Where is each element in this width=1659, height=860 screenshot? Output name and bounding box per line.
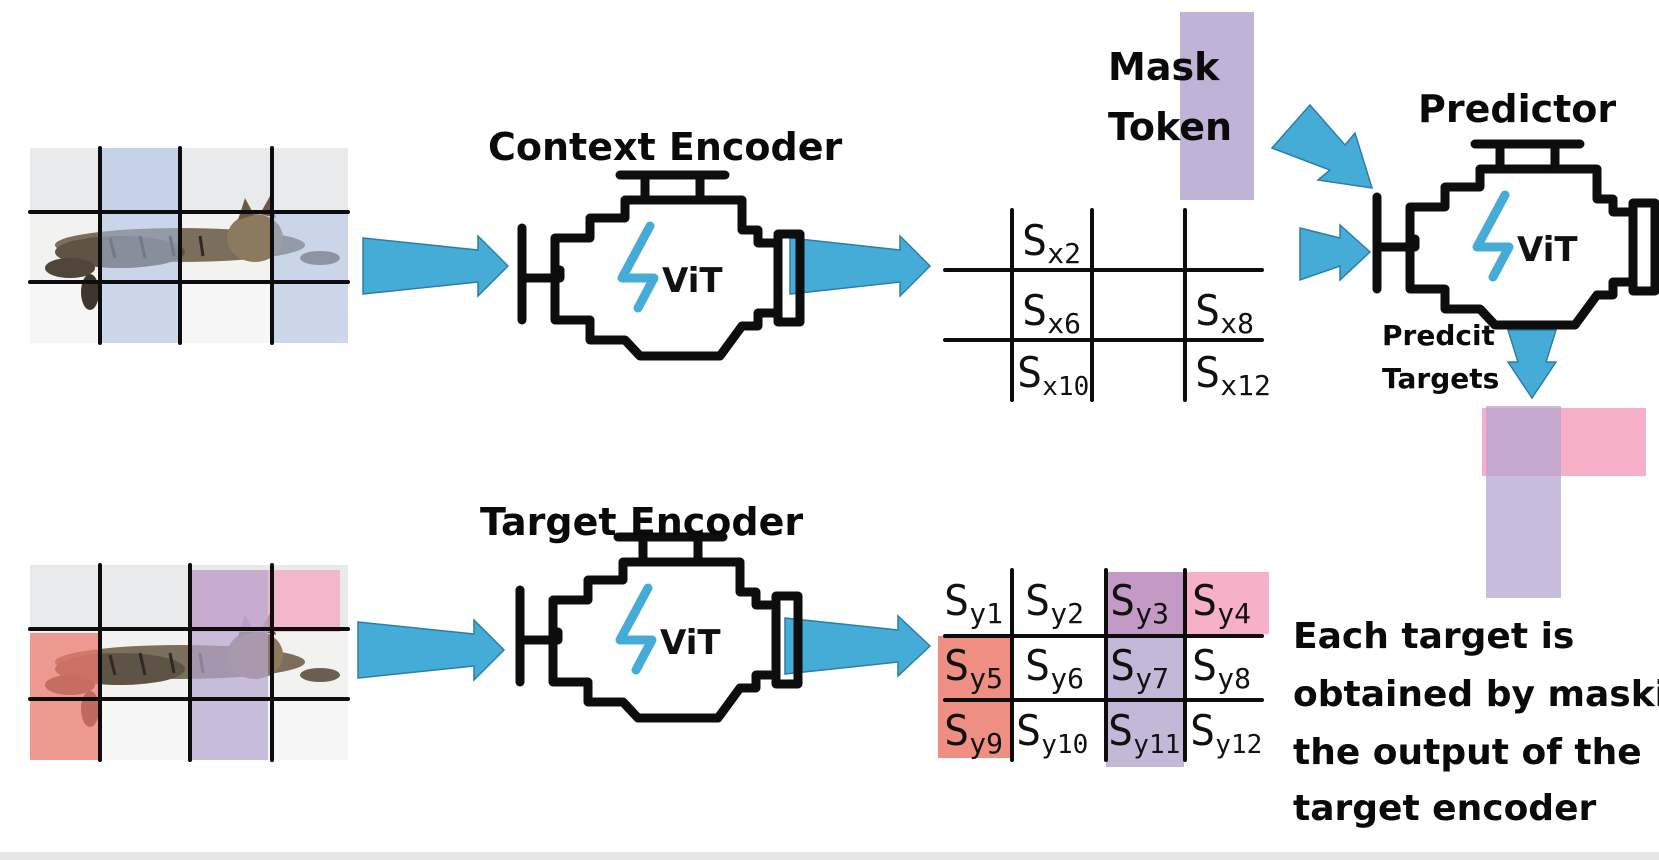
target-token-y1: Sy1 bbox=[944, 576, 1003, 630]
predictor-vit-label: ViT bbox=[1517, 230, 1578, 270]
arrow-predictor-to-targets bbox=[1506, 329, 1558, 400]
target-block-red bbox=[30, 633, 100, 760]
predict-targets-label-line2: Targets bbox=[1382, 362, 1499, 395]
context-encoder-title: Context Encoder bbox=[488, 125, 843, 169]
target-token-y8: Sy8 bbox=[1192, 641, 1251, 695]
arrow-image-to-target-encoder bbox=[357, 618, 506, 682]
caption: Each target is obtained by masking the o… bbox=[1293, 616, 1659, 829]
target-tokens-overlap-cell bbox=[1106, 572, 1184, 634]
target-token-y6: Sy6 bbox=[1025, 641, 1084, 695]
predictor-title: Predictor bbox=[1418, 87, 1616, 131]
target-token-y2: Sy2 bbox=[1025, 576, 1084, 630]
target-token-y4: Sy4 bbox=[1192, 576, 1251, 630]
context-token-x8: Sx8 bbox=[1195, 286, 1254, 340]
target-token-y10: Sy10 bbox=[1016, 706, 1088, 760]
mask-token-label-line2: Token bbox=[1108, 105, 1232, 149]
caption-line-2: obtained by masking bbox=[1293, 674, 1659, 715]
context-patch-col4 bbox=[272, 210, 348, 343]
context-encoder-vit-label: ViT bbox=[662, 261, 723, 301]
context-patch-col2 bbox=[100, 148, 180, 343]
context-image-grid bbox=[28, 146, 350, 345]
arrow-tokens-to-predictor bbox=[1299, 223, 1372, 282]
caption-line-4: target encoder bbox=[1293, 788, 1596, 829]
target-token-y12: Sy12 bbox=[1190, 706, 1262, 760]
target-encoder-title: Target Encoder bbox=[480, 500, 803, 544]
context-token-x2: Sx2 bbox=[1022, 216, 1081, 270]
target-token-y11: Sy11 bbox=[1108, 706, 1180, 760]
arrow-target-encoder-to-tokens bbox=[784, 614, 932, 678]
target-image-grid bbox=[28, 563, 350, 762]
target-tokens-pink-cell bbox=[1185, 572, 1269, 634]
context-token-grid: Sx2 Sx6 Sx8 Sx10 Sx12 bbox=[943, 208, 1271, 402]
target-image bbox=[28, 563, 350, 762]
predict-targets-label-line1: Predcit bbox=[1382, 319, 1495, 352]
bottom-bar bbox=[0, 852, 1659, 860]
context-token-x12: Sx12 bbox=[1195, 348, 1271, 402]
arrow-mask-token-to-predictor bbox=[1270, 103, 1374, 189]
context-token-x10: Sx10 bbox=[1017, 348, 1089, 402]
target-encoder-icon: ViT bbox=[520, 537, 798, 718]
target-token-y5: Sy5 bbox=[944, 641, 1003, 695]
caption-line-1: Each target is bbox=[1293, 616, 1574, 657]
arrow-context-encoder-to-tokens bbox=[789, 234, 932, 298]
target-block-purple bbox=[190, 570, 268, 760]
target-tokens-red-block bbox=[938, 636, 1012, 758]
context-token-x6: Sx6 bbox=[1022, 286, 1081, 340]
arrow-image-to-context-encoder bbox=[362, 234, 510, 298]
target-token-y9: Sy9 bbox=[944, 706, 1003, 760]
context-image bbox=[28, 146, 350, 345]
predictor-icon: ViT bbox=[1377, 144, 1655, 325]
predicted-target-purple bbox=[1486, 406, 1561, 598]
mask-token-label-line1: Mask bbox=[1108, 45, 1220, 89]
target-token-grid: Sy1 Sy2 Sy3 Sy4 Sy5 Sy6 Sy7 Sy8 Sy9 Sy10… bbox=[938, 568, 1269, 767]
caption-line-3: the output of the bbox=[1293, 732, 1642, 773]
target-encoder-vit-label: ViT bbox=[660, 623, 721, 663]
mask-token-block bbox=[1180, 12, 1254, 200]
target-token-y7: Sy7 bbox=[1110, 641, 1169, 695]
target-token-y3: Sy3 bbox=[1110, 576, 1169, 630]
context-encoder-icon: ViT bbox=[522, 175, 800, 356]
